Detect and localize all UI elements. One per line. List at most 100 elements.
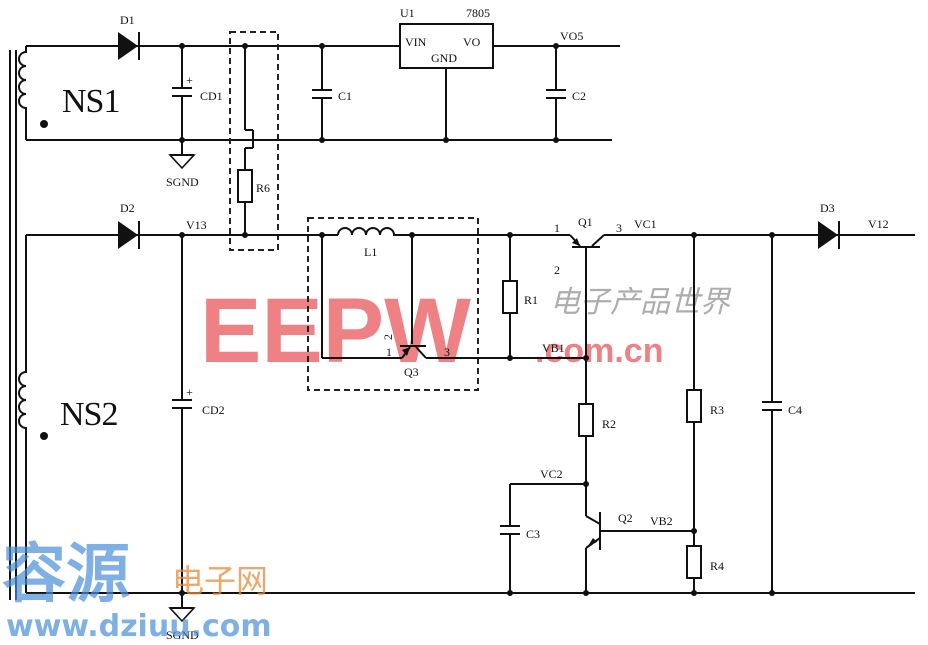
diode-d3-symbol	[818, 221, 838, 249]
junction	[179, 590, 185, 596]
r3-body	[686, 389, 702, 423]
watermark-eepw-url: .com.cn	[535, 332, 663, 370]
watermark-eepw-logo: EEPW	[200, 280, 471, 382]
cd1-label: CD1	[200, 89, 223, 103]
r2-body	[578, 403, 594, 437]
diode-d2: D2	[118, 201, 140, 249]
q1-arrow	[572, 238, 580, 246]
capacitor-c2: VO5 C2	[546, 29, 586, 143]
l1-q3-block: L1 2 1 3 Q3	[307, 217, 479, 391]
capacitor-c1: C1	[312, 43, 352, 143]
vb1-label: VB1	[542, 341, 565, 355]
c2-label: C2	[572, 89, 586, 103]
q1-collector	[591, 234, 605, 247]
junction	[553, 137, 559, 143]
q3-label: Q3	[404, 365, 419, 379]
capacitor-c3: VC2 C3	[500, 467, 586, 596]
q1-pin3: 3	[616, 221, 622, 235]
resistor-divider-r3-r4: R3 R4	[686, 232, 724, 596]
junction	[179, 137, 185, 143]
cd2-label: CD2	[202, 403, 225, 417]
watermark-rongyuan: 容源	[2, 538, 130, 612]
l1-coil	[337, 227, 400, 236]
junction	[583, 590, 589, 596]
sgnd-top-label: SGND	[166, 175, 199, 189]
diode-d1: D1	[118, 13, 140, 60]
ground-symbol	[168, 154, 196, 170]
r6-label: R6	[256, 181, 270, 195]
q2-label: Q2	[618, 511, 633, 525]
u1-label: U1	[400, 6, 415, 20]
diode-d3: D3 V12	[818, 201, 889, 249]
vc1-label: VC1	[634, 217, 657, 231]
r6-dashed-box	[229, 31, 279, 251]
vc2-label: VC2	[540, 467, 563, 481]
r6-body	[237, 169, 253, 203]
d1-label: D1	[120, 13, 135, 27]
q3-pin2: 2	[381, 334, 395, 340]
winding-ns1: NS1	[18, 46, 120, 140]
l1-q3-dashed-box	[307, 217, 479, 391]
cd1-polarity: +	[186, 73, 193, 87]
d3-label: D3	[820, 201, 835, 215]
u1-vo: VO	[463, 35, 481, 49]
junction	[507, 590, 513, 596]
q3-pin3: 3	[444, 345, 450, 359]
u1-part: 7805	[466, 6, 490, 20]
l1-label: L1	[364, 245, 377, 259]
ns1-coil	[18, 46, 27, 140]
diode-d2-symbol	[118, 221, 138, 249]
transistor-q2: Q2 VB2	[583, 511, 694, 596]
v12-label: V12	[868, 217, 889, 231]
q1-pin1: 1	[554, 221, 560, 235]
vo5-label: VO5	[560, 29, 583, 43]
middle-rail	[26, 234, 915, 594]
u1-vin: VIN	[405, 35, 427, 49]
r4-body	[686, 545, 702, 579]
c3-label: C3	[526, 527, 540, 541]
c4-label: C4	[788, 403, 802, 417]
resistor-r6-block: R6	[229, 31, 279, 251]
vb2-label: VB2	[650, 514, 673, 528]
junction	[319, 137, 325, 143]
capacitor-cd2: V13 + CD2 SGND	[166, 218, 225, 642]
capacitor-cd1: + CD1 SGND	[166, 43, 223, 189]
q2-collector	[585, 515, 601, 525]
d2-label: D2	[120, 201, 135, 215]
q1-pin2: 2	[554, 263, 560, 277]
u1-gnd: GND	[431, 51, 457, 65]
junction	[691, 528, 697, 534]
watermark-eepw-chinese: 电子产品世界	[550, 285, 732, 320]
ns1-label: NS1	[62, 83, 119, 120]
junction	[691, 590, 697, 596]
ground-symbol	[168, 607, 196, 623]
transistor-q1: Q1 1 2 3 VC1 VB1	[542, 215, 657, 361]
diode-d1-symbol	[118, 32, 138, 60]
q2-arrow	[588, 538, 597, 546]
junction	[443, 137, 449, 143]
watermark-dzsc-url: www.dziuu.com	[6, 609, 272, 644]
r1-label: R1	[524, 293, 538, 307]
q3-collector	[415, 346, 427, 359]
resistor-r2: R2	[578, 358, 616, 516]
junction	[769, 590, 775, 596]
q3-arrow	[402, 347, 410, 356]
r1-body	[502, 280, 518, 314]
ns2-coil	[18, 235, 27, 593]
capacitor-c4: C4	[762, 232, 802, 596]
ns2-dot	[40, 432, 48, 440]
watermark-dianziwang: 电子网	[172, 562, 268, 600]
v13-label: V13	[186, 218, 207, 232]
transformer-core	[9, 50, 17, 600]
c1-label: C1	[338, 89, 352, 103]
r2-label: R2	[602, 417, 616, 431]
resistor-r1: R1	[478, 232, 586, 361]
r3-label: R3	[710, 403, 724, 417]
ns1-dot	[40, 120, 48, 128]
q1-label: Q1	[578, 215, 593, 229]
r4-label: R4	[710, 559, 724, 573]
cd2-polarity: +	[186, 385, 193, 399]
winding-ns2: NS2	[18, 235, 118, 593]
watermark-eepw: EEPW .com.cn 电子产品世界	[200, 280, 732, 382]
